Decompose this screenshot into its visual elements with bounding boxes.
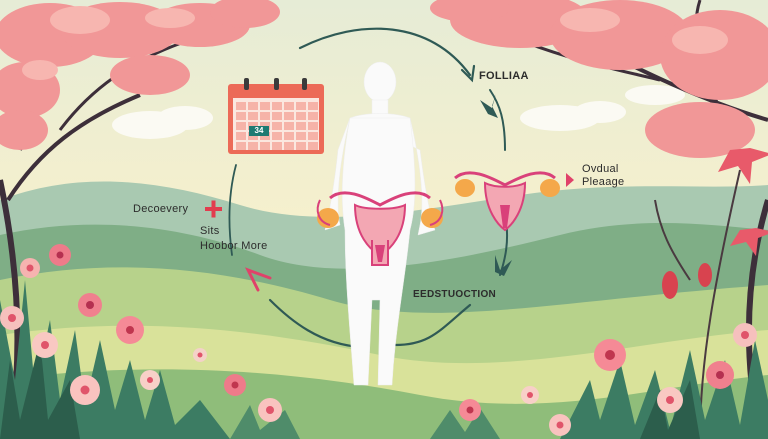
calendar-cell [284, 112, 294, 120]
label-ovulation-1: Ovdual [582, 163, 619, 175]
calendar-cell [296, 142, 306, 150]
calendar-cell [272, 132, 282, 140]
arrow-left [228, 164, 237, 256]
calendar-cell [284, 142, 294, 150]
calendar-cell [272, 122, 282, 130]
plus-icon [205, 200, 222, 218]
calendar-cell [248, 112, 258, 120]
pointer-icon [566, 173, 574, 187]
cycle-arrows [228, 27, 512, 349]
calendar-cell [296, 132, 306, 140]
grass [0, 280, 768, 439]
clouds [112, 85, 685, 139]
calendar-cell [308, 132, 318, 140]
calendar-cell [248, 132, 258, 140]
calendar-cell [308, 122, 318, 130]
calendar-cell [260, 102, 270, 110]
calendar-cell [284, 132, 294, 140]
calendar-cell [248, 142, 258, 150]
calendar-cell [284, 102, 294, 110]
calendar-cell [296, 122, 306, 130]
calendar-day-badge: 34 [249, 126, 269, 136]
calendar-cell [236, 102, 246, 110]
tree-right-icon [430, 0, 768, 439]
calendar-cell [308, 102, 318, 110]
calendar-cell [308, 112, 318, 120]
label-reproduction: EEDSTUOCTION [413, 289, 497, 300]
calendar-cell [308, 142, 318, 150]
calendar-cell [272, 142, 282, 150]
arrow-bottom [393, 303, 472, 347]
flower-icon [0, 244, 757, 436]
label-discovery: Decoevery [133, 203, 189, 215]
calendar-cell [272, 112, 282, 120]
calendar-cell [248, 102, 258, 110]
label-sits: Sits [200, 225, 220, 237]
arrow-top [298, 27, 472, 77]
uterus-icon [316, 191, 444, 266]
label-ovulation-2: Pleaage [582, 176, 625, 188]
calendar-cell [296, 112, 306, 120]
calendar-cell [260, 142, 270, 150]
calendar-cell [272, 102, 282, 110]
label-follicular: FOLLIAA [479, 70, 529, 82]
grass-dark [0, 340, 700, 439]
label-hoobor: Hoobor More [200, 240, 268, 252]
calendar-cell [284, 122, 294, 130]
arrow-right-upper [489, 89, 506, 151]
calendar-cell [260, 132, 270, 140]
calendar-cell [236, 132, 246, 140]
calendar-cell [236, 142, 246, 150]
uterus-icon-right [454, 171, 560, 232]
calendar-cell [260, 112, 270, 120]
calendar-grid [236, 102, 318, 150]
calendar-cell [236, 112, 246, 120]
calendar-cell [296, 102, 306, 110]
calendar-cell [236, 122, 246, 130]
tree-left-icon [0, 0, 280, 439]
